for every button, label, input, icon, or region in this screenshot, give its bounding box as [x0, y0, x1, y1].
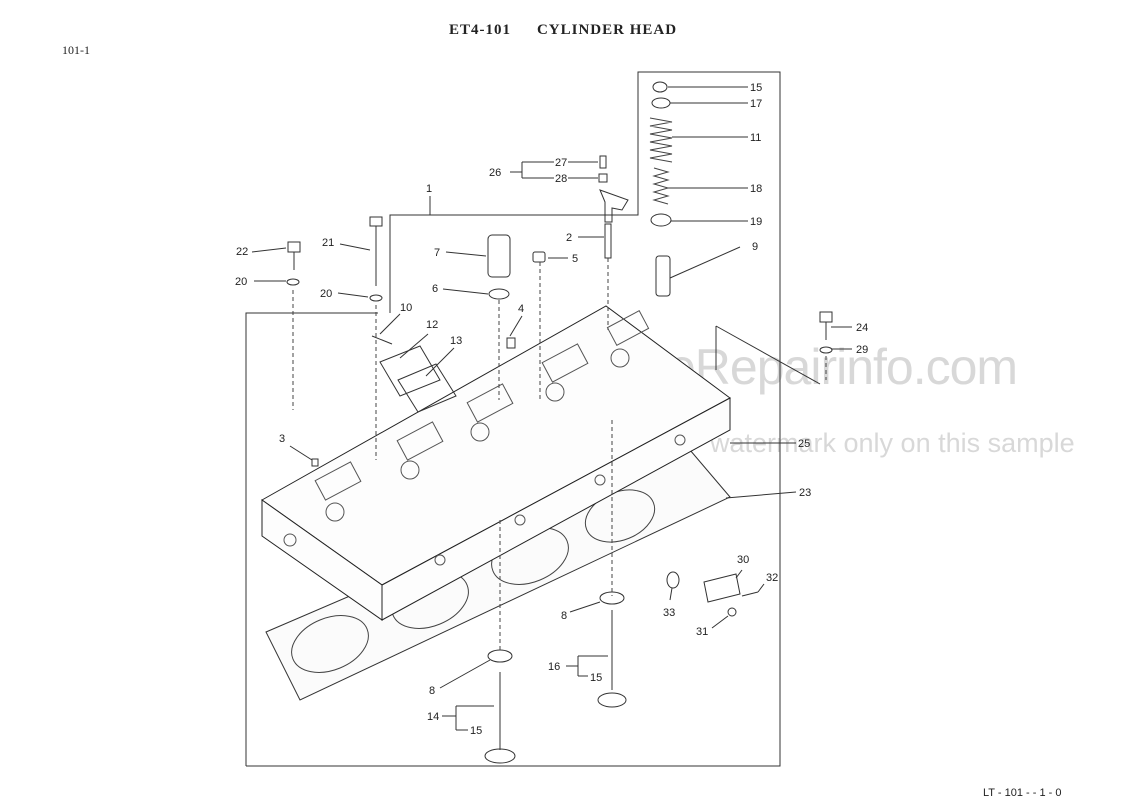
callout-11: 11 [750, 132, 761, 144]
callout-19: 19 [750, 216, 762, 228]
plug-3 [311, 458, 319, 467]
o-ring-6 [488, 288, 510, 300]
bolt-24 [819, 311, 833, 340]
screw-10 [371, 335, 393, 345]
callout-17: 17 [750, 98, 762, 110]
callout-7: 7 [434, 247, 440, 259]
callout-22: 22 [236, 246, 248, 258]
outer-spring-11 [649, 117, 673, 163]
page-reference: 101-1 [62, 43, 90, 57]
rocker-26 [599, 189, 629, 223]
callout-30: 30 [737, 554, 749, 566]
callout-4: 4 [518, 303, 524, 315]
callout-18: 18 [750, 183, 762, 195]
callout-33: 33 [663, 607, 675, 619]
plug-5 [532, 251, 546, 263]
callout-20-left: 20 [235, 276, 247, 288]
callout-2: 2 [566, 232, 572, 244]
callout-25: 25 [798, 438, 810, 450]
gasket-33 [666, 571, 680, 589]
frame-outline [245, 71, 781, 767]
callout-8-lower: 8 [429, 685, 435, 697]
washer-20-left [286, 278, 300, 286]
callout-13: 13 [450, 335, 462, 347]
callout-15-keeper: 15 [750, 82, 762, 94]
plug-31 [727, 607, 737, 617]
callout-28: 28 [555, 173, 567, 185]
spring-seat-19 [650, 213, 672, 227]
keeper-15 [652, 81, 668, 93]
housing-30 [703, 573, 741, 603]
footer-reference: LT - 101 - - 1 - 0 [983, 787, 1062, 799]
retainer-17 [651, 97, 671, 109]
callout-10: 10 [400, 302, 412, 314]
callout-3: 3 [279, 433, 285, 445]
frame-right-link [715, 325, 821, 385]
cylinder-head-block [261, 305, 731, 621]
callout-6: 6 [432, 283, 438, 295]
callout-31: 31 [696, 626, 708, 638]
callout-15-intake: 15 [470, 725, 482, 737]
diagram-code: ET4-101 [448, 22, 511, 38]
callout-15-exhaust: 15 [590, 672, 602, 684]
sleeve-7 [487, 234, 511, 278]
callout-9: 9 [752, 241, 758, 253]
callout-14: 14 [427, 711, 439, 723]
callout-32: 32 [766, 572, 778, 584]
washer-20-right [369, 294, 383, 302]
callout-21: 21 [322, 237, 334, 249]
head-top-details [283, 310, 686, 566]
push-rod-2 [604, 223, 612, 259]
bolt-21 [369, 216, 383, 286]
callout-1: 1 [426, 183, 432, 195]
pin-28 [598, 173, 608, 183]
dowel-4 [506, 337, 516, 349]
valve-seat-8-upper [599, 591, 625, 605]
cover-gasket-12 [379, 345, 441, 397]
alignment-lines [292, 258, 827, 650]
callout-29: 29 [856, 344, 868, 356]
cover-plate-13 [397, 363, 457, 413]
leader-lines [251, 86, 852, 731]
inner-spring-18 [652, 167, 670, 205]
callout-20-right: 20 [320, 288, 332, 300]
diagram-title: ET4-101 CYLINDER HEAD [0, 22, 1126, 39]
callout-5: 5 [572, 253, 578, 265]
watermark-site: eRepairinfo.com [668, 339, 1018, 395]
bolt-32 [741, 591, 759, 597]
callout-8-upper: 8 [561, 610, 567, 622]
pin-27 [599, 155, 607, 169]
callout-26: 26 [489, 167, 501, 179]
callout-23: 23 [799, 487, 811, 499]
washer-29 [819, 346, 833, 354]
callout-16: 16 [548, 661, 560, 673]
callouts: 15 17 11 18 19 9 27 26 28 1 2 5 22 21 7 … [235, 82, 868, 737]
intake-valve-14 [484, 672, 516, 764]
callout-24: 24 [856, 322, 868, 334]
valve-seat-8-lower [487, 649, 513, 663]
diagram-heading: CYLINDER HEAD [536, 22, 678, 38]
valve-guide-9 [655, 255, 671, 297]
callout-27: 27 [555, 157, 567, 169]
callout-12: 12 [426, 319, 438, 331]
bolt-22 [287, 241, 301, 270]
exhaust-valve-16 [597, 610, 627, 708]
